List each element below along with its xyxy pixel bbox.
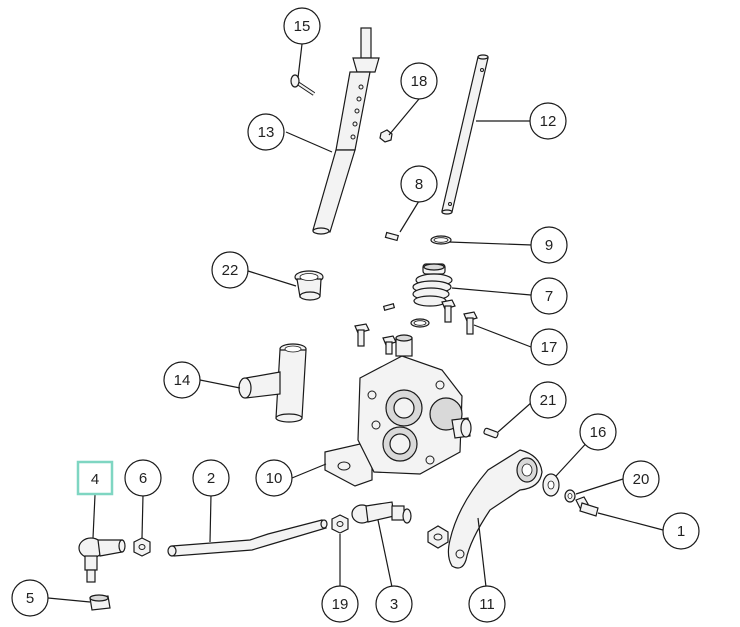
part-13-column-shaft[interactable] [312, 27, 380, 235]
callout-8[interactable]: 8 [400, 165, 438, 203]
callout-18[interactable]: 18 [400, 62, 438, 100]
callout-4-highlight [76, 460, 114, 496]
callout-13[interactable]: 13 [247, 113, 285, 151]
callout-19-label: 19 [332, 596, 349, 613]
callout-20-label: 20 [633, 471, 650, 488]
callout-1-label: 1 [677, 523, 685, 540]
callout-15-label: 15 [294, 18, 311, 35]
part-21-pin[interactable] [483, 427, 499, 439]
part-4-tie-rod-end[interactable] [78, 537, 126, 583]
part-18-nut[interactable] [379, 129, 393, 143]
callout-7[interactable]: 7 [530, 277, 568, 315]
part-8-pin[interactable] [384, 231, 400, 242]
callout-2[interactable]: 2 [192, 459, 230, 497]
callout-13-label: 13 [258, 124, 275, 141]
callout-9-label: 9 [545, 237, 553, 254]
callout-4-label: 4 [91, 471, 99, 488]
callout-19[interactable]: 19 [321, 585, 359, 623]
callout-10-label: 10 [266, 470, 283, 487]
callout-3-label: 3 [390, 596, 398, 613]
callout-5[interactable]: 5 [11, 579, 49, 617]
part-9-o-ring[interactable] [430, 235, 452, 245]
callout-14-label: 14 [174, 372, 191, 389]
callout-11[interactable]: 11 [468, 585, 506, 623]
callout-9[interactable]: 9 [530, 226, 568, 264]
callout-7-label: 7 [545, 288, 553, 305]
part-12-rod[interactable] [441, 54, 489, 215]
callout-10[interactable]: 10 [255, 459, 293, 497]
part-5-cap-nut[interactable] [89, 594, 111, 611]
part-19-nut[interactable] [331, 514, 349, 534]
callout-21-label: 21 [540, 392, 557, 409]
part-1-bolt[interactable] [575, 496, 599, 517]
callout-3[interactable]: 3 [375, 585, 413, 623]
callout-4[interactable]: 4 [76, 460, 114, 496]
part-20-washer[interactable] [564, 489, 576, 503]
callout-8-label: 8 [415, 176, 423, 193]
callout-16-label: 16 [590, 424, 607, 441]
callout-17[interactable]: 17 [530, 328, 568, 366]
callout-22-label: 22 [222, 262, 239, 279]
part-3-ball-joint[interactable] [351, 501, 412, 524]
o-ring-small [410, 318, 430, 328]
callout-15[interactable]: 15 [283, 7, 321, 45]
part-6-nut[interactable] [133, 537, 151, 557]
callout-2-label: 2 [207, 470, 215, 487]
callout-12[interactable]: 12 [529, 102, 567, 140]
callout-5-label: 5 [26, 590, 34, 607]
callout-17-label: 17 [541, 339, 558, 356]
callout-6-label: 6 [139, 470, 147, 487]
part-17-bolt[interactable] [354, 299, 478, 355]
leader-lines [47, 43, 664, 603]
part-22-bushing[interactable] [294, 270, 324, 301]
part-14-tee-tube[interactable] [238, 343, 307, 423]
part-11-arm[interactable] [447, 449, 543, 569]
nut [427, 525, 449, 549]
small-pin [382, 303, 396, 311]
callout-18-label: 18 [411, 73, 428, 90]
callout-21[interactable]: 21 [529, 381, 567, 419]
callout-1[interactable]: 1 [662, 512, 700, 550]
part-2-tie-rod[interactable] [167, 519, 328, 557]
part-16-washer[interactable] [542, 473, 560, 497]
part-15-pin[interactable] [290, 74, 316, 96]
part-7-boot[interactable] [412, 263, 453, 307]
callout-22[interactable]: 22 [211, 251, 249, 289]
callout-12-label: 12 [540, 113, 557, 130]
part-10-gear-housing[interactable] [324, 334, 472, 487]
callout-11-label: 11 [479, 596, 495, 613]
callout-20[interactable]: 20 [622, 460, 660, 498]
callout-16[interactable]: 16 [579, 413, 617, 451]
callout-14[interactable]: 14 [163, 361, 201, 399]
callout-6[interactable]: 6 [124, 459, 162, 497]
